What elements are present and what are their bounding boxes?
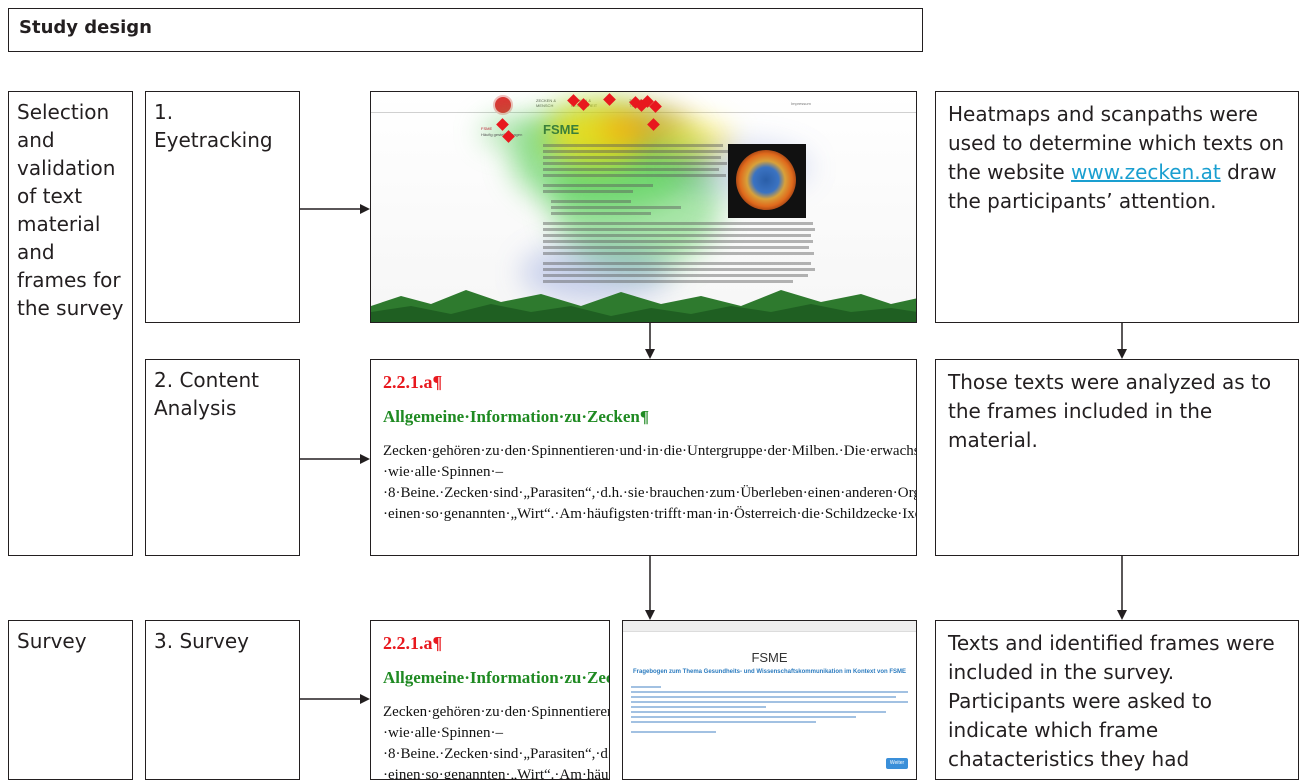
site-logo — [493, 95, 513, 115]
side-link-2: Häufig gestellte Fragen — [481, 132, 523, 137]
desc-content-analysis-text: Those texts were analyzed as to the fram… — [948, 370, 1272, 452]
diagram-title: Study design — [8, 8, 923, 52]
document-excerpt-survey: 2.2.1.a¶ Allgemeine·Information·zu·Zecke… — [370, 620, 610, 780]
heatmap-screenshot: ZECKEN & MENSCH ZECKEN & GESUNDHEIT ZECK… — [370, 91, 917, 323]
page-title: FSME — [543, 122, 580, 137]
survey-title: FSME — [751, 650, 788, 665]
mountain-footer — [371, 290, 916, 322]
document-excerpt: 2.2.1.a¶ Allgemeine·Information·zu·Zecke… — [370, 359, 917, 556]
phase-selection-box: Selection and validation of text materia… — [8, 91, 133, 556]
step-content-analysis-label: 2. Content Analysis — [154, 368, 259, 420]
phase-survey-box: Survey — [8, 620, 133, 780]
desc-eyetracking-pre: Heatmaps and scanpaths were used to dete… — [948, 102, 1285, 184]
virus-image — [728, 144, 806, 218]
step-survey-label: 3. Survey — [154, 629, 250, 653]
desc-survey-text: Texts and identified frames were include… — [948, 631, 1275, 779]
diagram-title-text: Study design — [19, 17, 152, 38]
phase-survey-label: Survey — [17, 629, 87, 653]
desc-eyetracking-post: draw the participants’ attention. — [948, 160, 1277, 213]
survey-next-button: Weiter — [886, 758, 908, 769]
nav-item-1: ZECKEN & MENSCH — [536, 98, 557, 108]
phase-selection-label: Selection and validation of text materia… — [17, 100, 124, 320]
nav-item-right: Impressum — [791, 101, 811, 106]
survey-subtitle: Fragebogen zum Thema Gesundheits- und Wi… — [633, 669, 906, 675]
document-survey-section-number: 2.2.1.a¶ — [383, 633, 443, 653]
document-body: Zecken·gehören·zu·den·Spinnentieren·und·… — [383, 443, 917, 522]
side-link-1: FSME — [481, 126, 493, 131]
survey-screenshot: FSME Fragebogen zum Thema Gesundheits- u… — [622, 620, 917, 780]
document-heading: Allgemeine·Information·zu·Zecken¶ — [383, 407, 650, 426]
desc-eyetracking-box: Heatmaps and scanpaths were used to dete… — [935, 91, 1299, 323]
step-eyetracking-box: 1. Eyetracking — [145, 91, 300, 323]
step-eyetracking-label: 1. Eyetracking — [154, 100, 273, 152]
step-content-analysis-box: 2. Content Analysis — [145, 359, 300, 556]
step-survey-box: 3. Survey — [145, 620, 300, 780]
document-survey-heading: Allgemeine·Information·zu·Zecken¶ — [383, 668, 609, 687]
zecken-website-link[interactable]: www.zecken.at — [1071, 160, 1221, 184]
desc-content-analysis-box: Those texts were analyzed as to the fram… — [935, 359, 1299, 556]
desc-survey-box: Texts and identified frames were include… — [935, 620, 1299, 780]
document-section-number: 2.2.1.a¶ — [383, 372, 443, 392]
